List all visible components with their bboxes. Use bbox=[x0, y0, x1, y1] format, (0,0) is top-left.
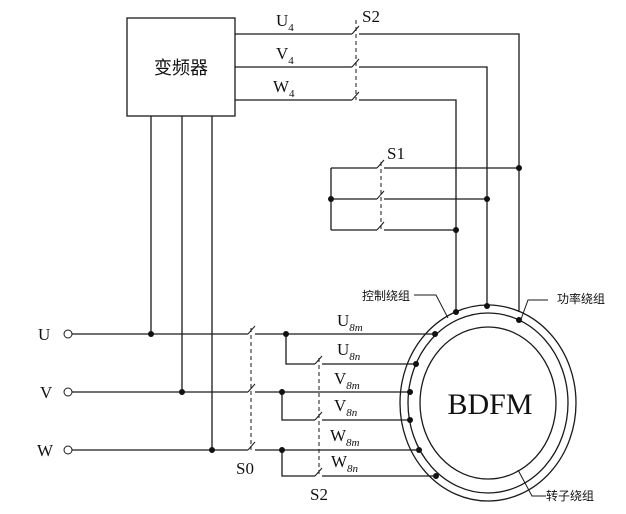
junction-dot bbox=[279, 447, 285, 453]
switch-s0-label: S0 bbox=[236, 459, 254, 478]
converter-label: 变频器 bbox=[154, 58, 208, 79]
junction-dot bbox=[484, 196, 490, 202]
motor-label: BDFM bbox=[447, 388, 532, 421]
rotor-winding-ring bbox=[419, 326, 557, 480]
switch-s2-top bbox=[351, 20, 360, 101]
control-winding-leader bbox=[414, 294, 449, 319]
switch-s0 bbox=[247, 325, 256, 451]
converter-out-label-w4: W4 bbox=[273, 77, 295, 100]
wire-v4-to-motor bbox=[359, 66, 488, 306]
power-winding-label: 功率绕组 bbox=[557, 291, 605, 306]
grid-terminal-label-v: V bbox=[40, 383, 53, 402]
rotor-winding-leader bbox=[517, 469, 546, 497]
converter-out-label-u4: U4 bbox=[276, 11, 294, 34]
motor-terminal-dot bbox=[407, 389, 413, 395]
power-winding-leader bbox=[519, 299, 548, 323]
converter-out-label-v4: V4 bbox=[276, 44, 294, 67]
grid-terminal-v bbox=[63, 387, 73, 397]
stator-label-u8m: U8m bbox=[337, 311, 363, 334]
motor-terminal-dot bbox=[407, 417, 413, 423]
stator-label-v8n: V8n bbox=[334, 396, 358, 419]
stator-label-w8m: W8m bbox=[330, 426, 360, 449]
grid-terminal-u bbox=[63, 329, 73, 339]
switch-s1-label: S1 bbox=[387, 144, 405, 163]
control-winding-label: 控制绕组 bbox=[362, 289, 410, 303]
switch-s2-top-label: S2 bbox=[362, 7, 380, 26]
grid-terminal-w bbox=[63, 445, 73, 455]
stator-label-u8n: U8n bbox=[337, 340, 361, 363]
switch-s1 bbox=[330, 159, 519, 231]
wire-u4-to-power-winding bbox=[359, 33, 520, 312]
stator-label-v8m: V8m bbox=[334, 369, 360, 392]
motor-terminal-dot bbox=[453, 309, 459, 315]
wire-w4-to-motor bbox=[359, 99, 457, 312]
junction-dot bbox=[283, 331, 289, 337]
grid-terminal-label-w: W bbox=[37, 441, 54, 460]
rotor-winding-label: 转子绕组 bbox=[546, 488, 594, 503]
junction-dot bbox=[148, 331, 154, 337]
junction-dot bbox=[279, 389, 285, 395]
junction-dot bbox=[453, 227, 459, 233]
junction-dot bbox=[179, 389, 185, 395]
junction-dot bbox=[328, 196, 334, 202]
grid-terminal-label-u: U bbox=[38, 325, 50, 344]
stator-label-w8n: W8n bbox=[331, 452, 359, 475]
control-winding-ring bbox=[407, 312, 569, 494]
switch-s2-bottom-label: S2 bbox=[310, 485, 328, 504]
motor-terminal-dot bbox=[484, 303, 490, 309]
junction-dot bbox=[209, 447, 215, 453]
junction-dot bbox=[516, 165, 522, 171]
